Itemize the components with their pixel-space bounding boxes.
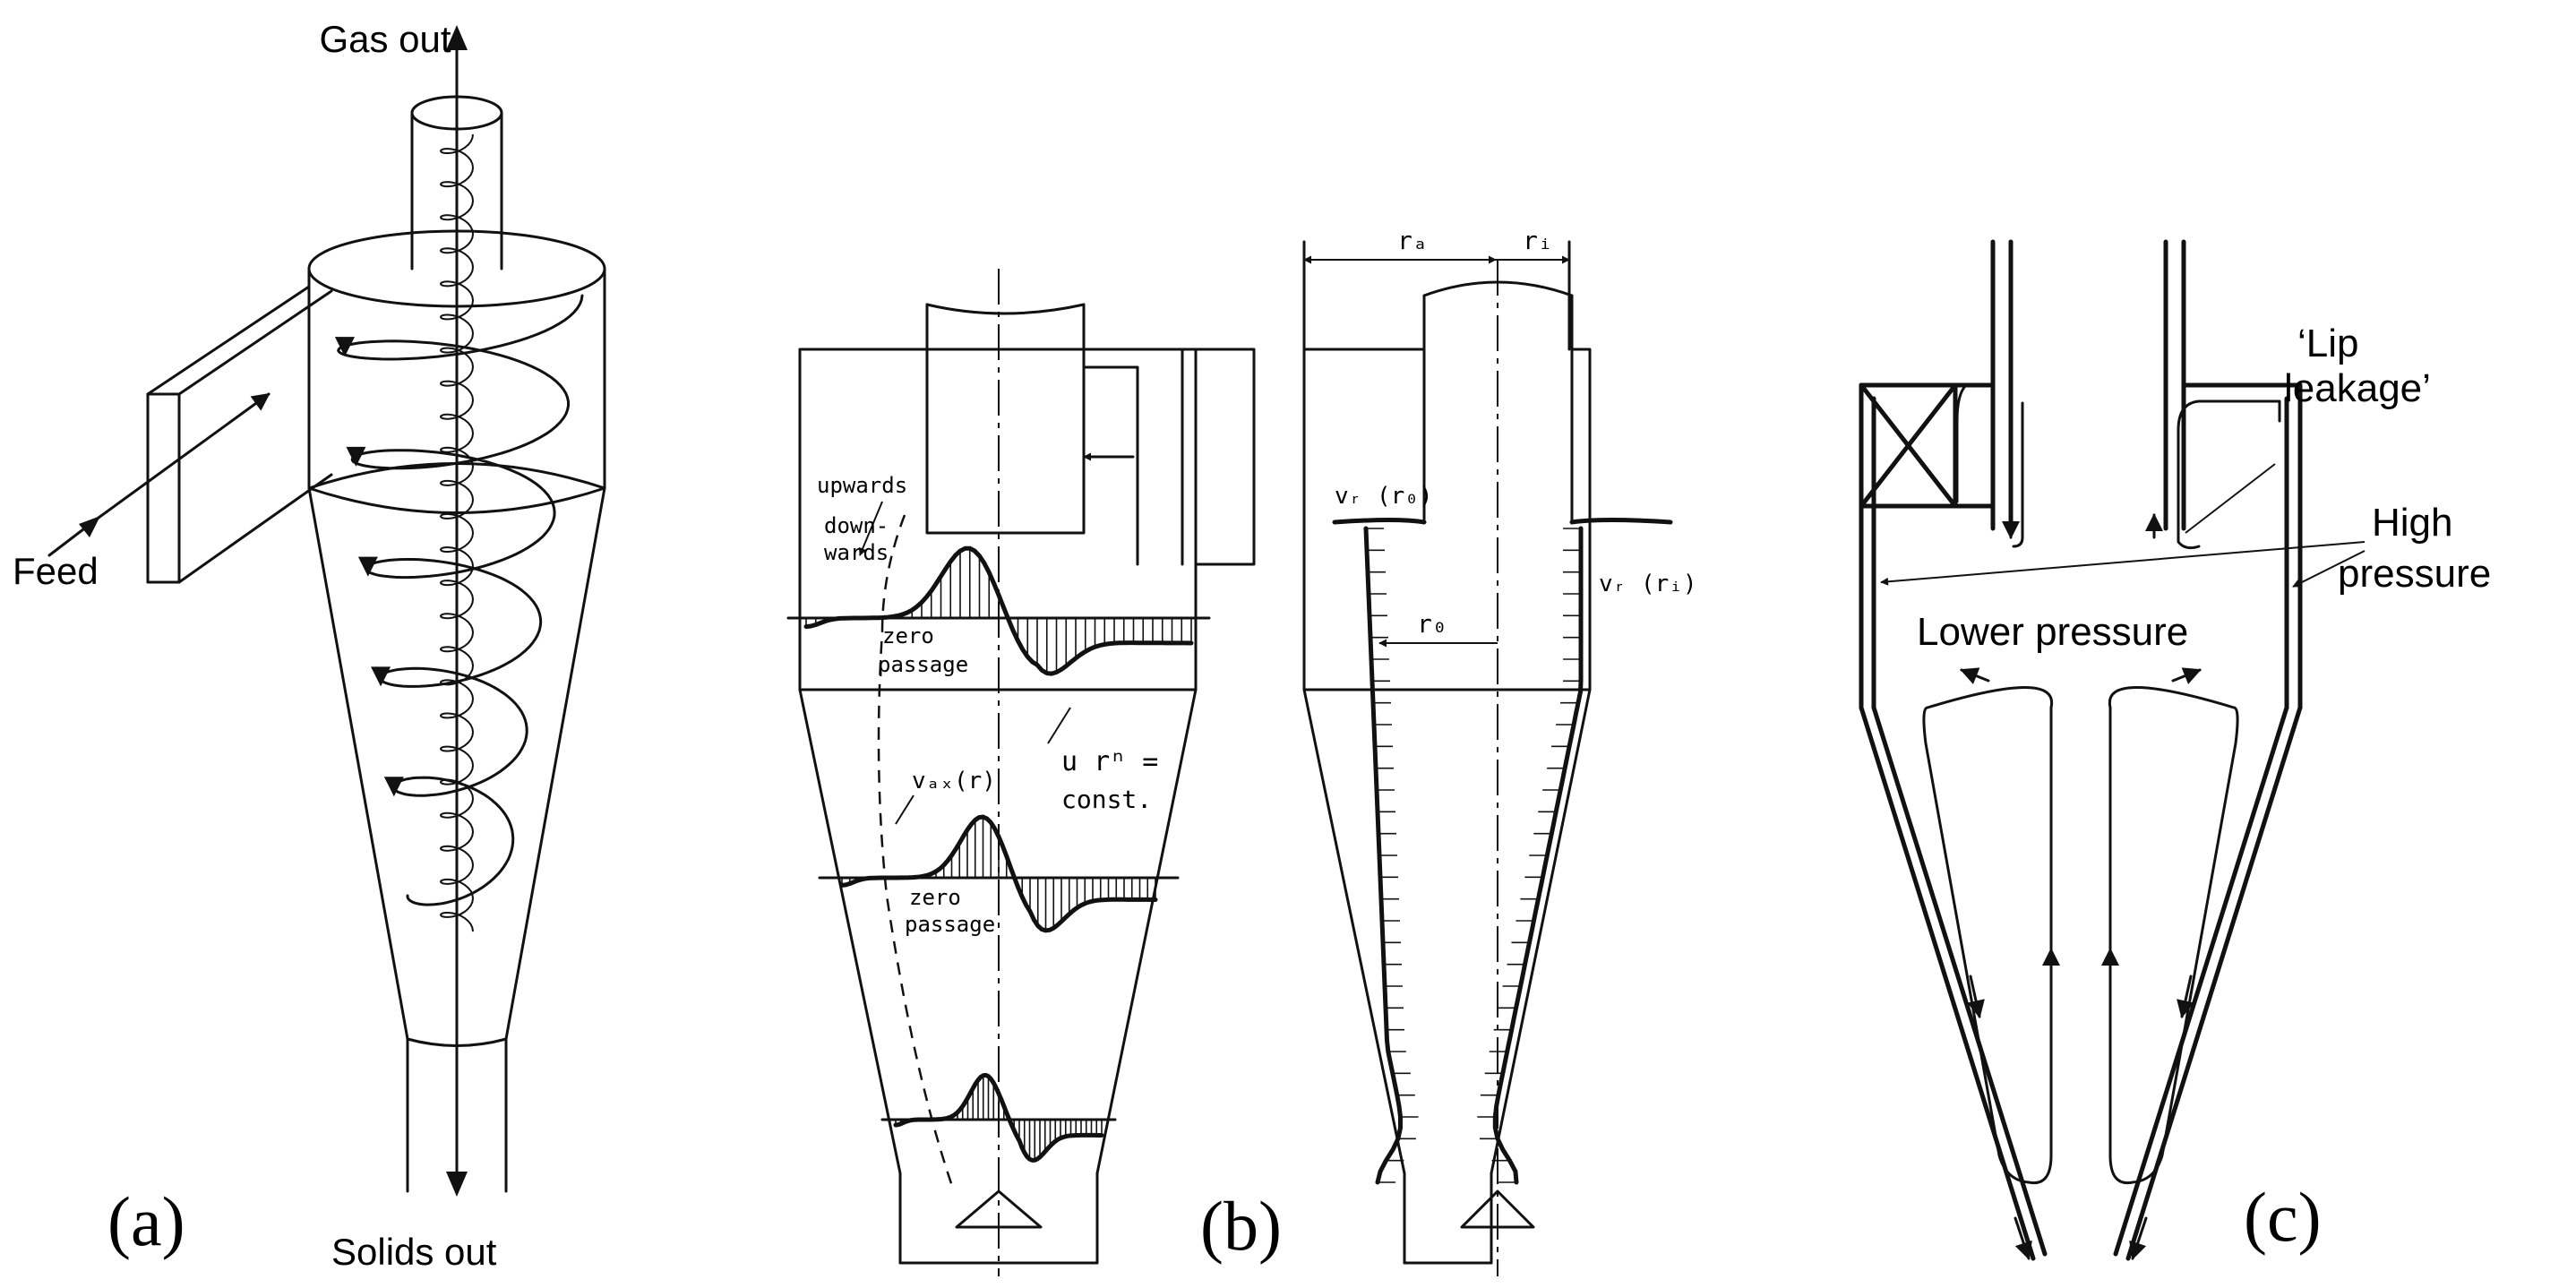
vax-hatching	[805, 548, 1192, 1161]
label-gas-out: Gas out	[319, 18, 451, 60]
label-ra: rₐ	[1397, 226, 1428, 255]
label-high-2: pressure	[2338, 552, 2491, 596]
label-zero-2: zero	[909, 885, 961, 910]
vax-profile-1	[803, 545, 1194, 676]
outer-vortex-arrows	[334, 337, 404, 797]
label-passage-2: passage	[905, 912, 995, 937]
high-pressure-leader-right	[2292, 550, 2366, 588]
vortex-finder-b	[925, 303, 1086, 535]
label-zero-1: zero	[882, 623, 934, 648]
feed-inlet	[146, 285, 333, 584]
panel-a: Gas out Feed Solids out (a)	[13, 18, 606, 1273]
label-solids-out: Solids out	[331, 1231, 497, 1273]
feed-arrowhead	[79, 516, 100, 537]
panel-b-axial: upwards down- wards zero passage u rⁿ = …	[786, 269, 1282, 1276]
vr-hatching	[1366, 528, 1581, 1183]
label-downwards-1: down-	[824, 513, 889, 538]
label-feed: Feed	[13, 550, 99, 592]
vr-lip	[1332, 518, 1673, 525]
inner-vortex-helix	[439, 133, 475, 932]
vortex-arrowhead	[334, 337, 355, 357]
lip-leader	[2185, 463, 2276, 534]
panel-c: ‘Lip leakage’ High pressure Lower pressu…	[1859, 239, 2491, 1261]
label-upwards: upwards	[817, 473, 907, 498]
label-lower-pressure: Lower pressure	[1917, 610, 2188, 654]
vortex-arrowhead	[383, 777, 404, 797]
solids-out-arrowhead	[446, 1172, 468, 1197]
label-urn-1: u rⁿ =	[1061, 746, 1158, 777]
cyclone-cone	[307, 486, 606, 1193]
lip-flow-right	[2177, 399, 2281, 550]
label-vr-r0: vᵣ (r₀)	[1335, 483, 1433, 510]
panel-b-radial: rₐ rᵢ r₀ vᵣ (r₀) vᵣ (rᵢ)	[1302, 226, 1697, 1276]
gas-out-arrowhead	[446, 25, 468, 50]
label-ri: rᵢ	[1523, 226, 1553, 255]
cone-right	[2113, 705, 2303, 1261]
vortex-finder-radial	[1422, 294, 1574, 521]
outer-vortex-helix	[337, 294, 584, 906]
recirc-loop-right	[2108, 686, 2239, 1185]
vortex-arrowhead	[346, 446, 366, 467]
panel-c-letter: (c)	[2244, 1178, 2322, 1256]
lip-flow-left	[1955, 383, 2024, 548]
recirc-loop-left	[1922, 686, 2054, 1185]
vortex-arrowhead	[371, 666, 391, 687]
label-high-1: High	[2372, 501, 2453, 545]
label-lip-2: leakage’	[2284, 366, 2431, 410]
label-passage-1: passage	[878, 652, 968, 677]
label-vax: vₐₓ(r)	[912, 768, 996, 794]
label-vr-ri: vᵣ (rᵢ)	[1599, 571, 1697, 597]
panel-b-letter: (b)	[1200, 1187, 1282, 1265]
housing-top	[798, 348, 1256, 566]
high-pressure-leader-left	[1880, 541, 2366, 586]
inlet-box	[1859, 382, 1996, 509]
label-r0: r₀	[1417, 609, 1447, 639]
feed-arrow	[97, 392, 270, 519]
vortex-finder	[410, 95, 503, 270]
label-urn-2: const.	[1061, 785, 1152, 814]
vortex-arrowhead	[357, 556, 378, 577]
panel-a-letter: (a)	[107, 1182, 185, 1260]
inlet-duct-b	[1082, 365, 1139, 566]
cone-left	[1859, 705, 2048, 1261]
zero-passage-line	[877, 514, 956, 1192]
label-lip-1: ‘Lip	[2297, 322, 2359, 365]
label-downwards-2: wards	[824, 540, 889, 565]
